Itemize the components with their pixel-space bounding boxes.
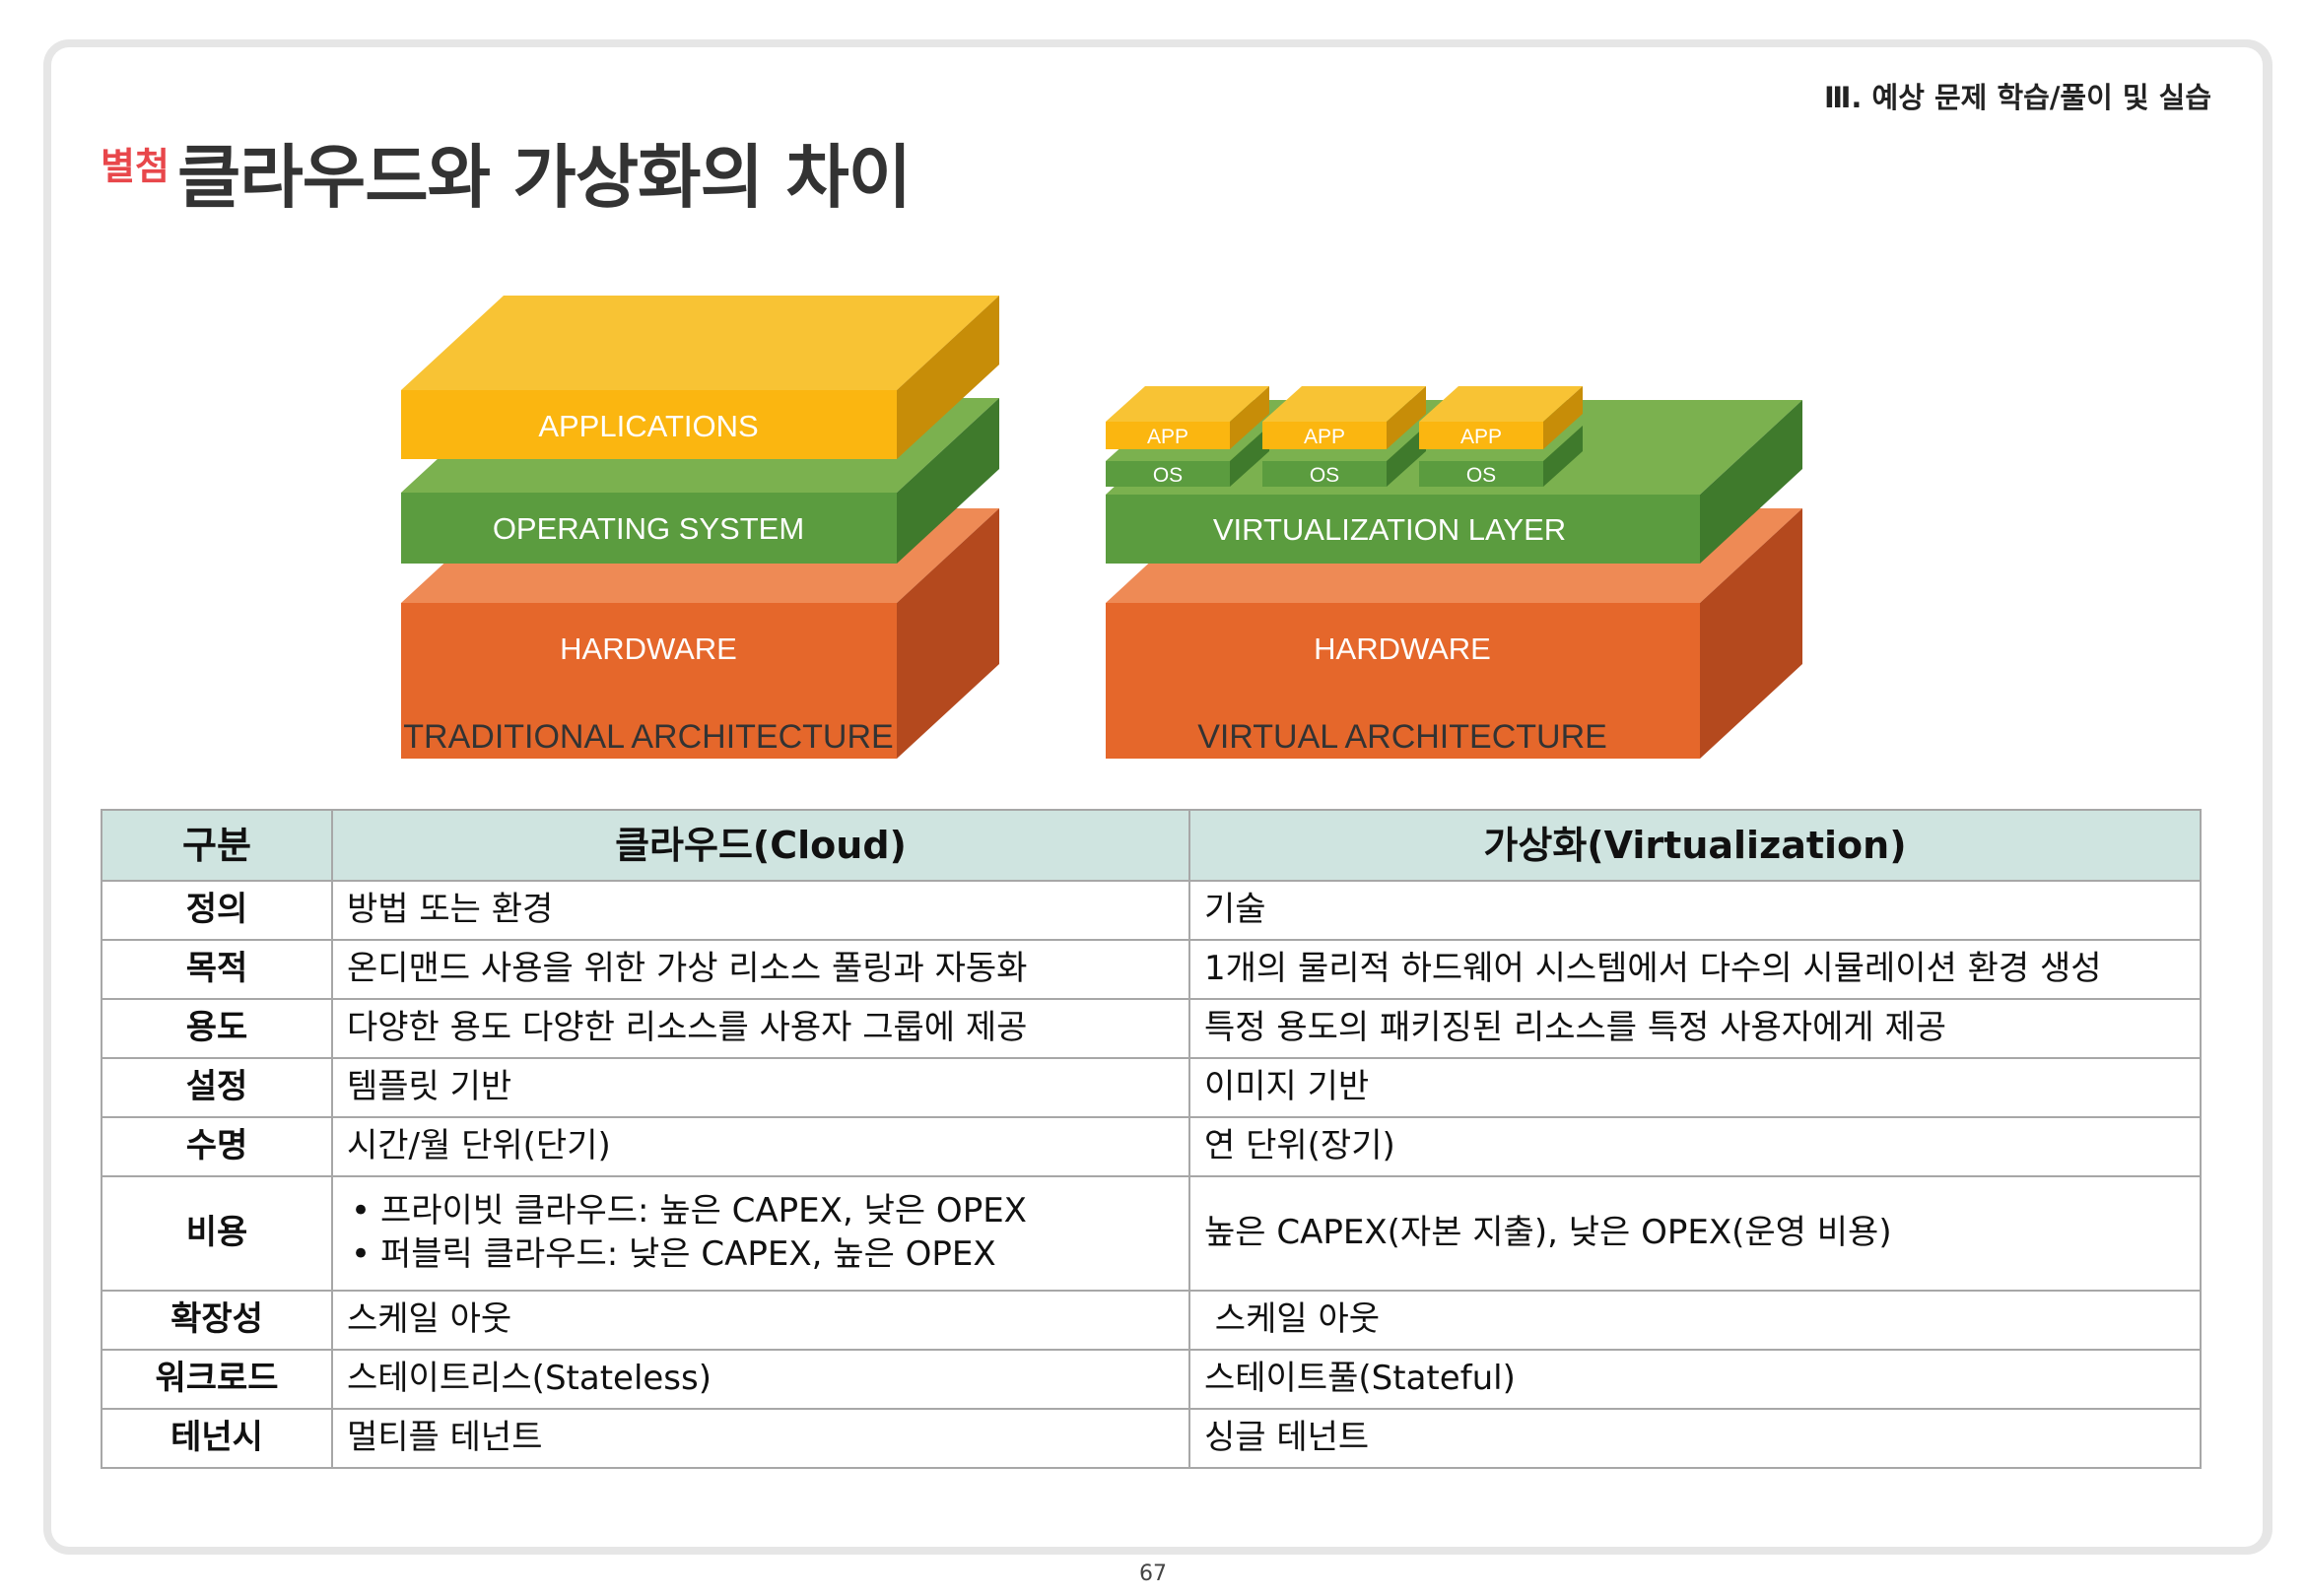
traditional-hardware-label: HARDWARE [560, 632, 737, 666]
virtualization-cell: 싱글 테넌트 [1188, 1408, 2202, 1469]
cloud-cell: 템플릿 기반 [331, 1057, 1190, 1118]
traditional-os-label: OPERATING SYSTEM [493, 511, 804, 546]
virtualization-cell: 특정 용도의 패키징된 리소스를 특정 사용자에게 제공 [1188, 998, 2202, 1059]
table-row: 확장성 스케일 아웃 스케일 아웃 [101, 1290, 2202, 1351]
page-title: 클라우드와 가상화의 차이 [177, 137, 912, 218]
appendix-tag: 별첨 [101, 145, 170, 188]
table-header-row: 구분 클라우드(Cloud) 가상화(Virtualization) [101, 809, 2202, 882]
row-label: 정의 [101, 880, 333, 941]
table-row: 목적 온디맨드 사용을 위한 가상 리소스 풀링과 자동화 1개의 물리적 하드… [101, 939, 2202, 1000]
header-virtualization: 가상화(Virtualization) [1188, 809, 2202, 882]
vm-stack-2: OS APP [1262, 386, 1426, 487]
virtualization-layer-label: VIRTUALIZATION LAYER [1213, 512, 1566, 547]
list-item: 프라이빗 클라우드: 높은 CAPEX, 낮은 OPEX [351, 1190, 1175, 1233]
row-label: 설정 [101, 1057, 333, 1118]
cloud-cell: 스케일 아웃 [331, 1290, 1190, 1351]
cloud-cell: 방법 또는 환경 [331, 880, 1190, 941]
cloud-cell: 온디맨드 사용을 위한 가상 리소스 풀링과 자동화 [331, 939, 1190, 1000]
cloud-cell: 스테이트리스(Stateless) [331, 1349, 1190, 1410]
page: Ⅲ. 예상 문제 학습/풀이 및 실습 별첨 클라우드와 가상화의 차이 HAR… [51, 47, 2263, 1547]
virtual-caption: VIRTUAL ARCHITECTURE [1197, 718, 1607, 756]
list-item: 퍼블릭 클라우드: 낮은 CAPEX, 높은 OPEX [351, 1233, 1175, 1277]
vm-app-label: APP [1147, 426, 1188, 448]
comparison-table: 구분 클라우드(Cloud) 가상화(Virtualization) 정의 방법… [101, 809, 2202, 1469]
vm-os-label: OS [1466, 464, 1496, 487]
row-label: 워크로드 [101, 1349, 333, 1410]
section-header: Ⅲ. 예상 문제 학습/풀이 및 실습 [1824, 81, 2211, 114]
vm-os-label: OS [1153, 464, 1183, 487]
table-row: 테넌시 멀티플 테넌트 싱글 테넌트 [101, 1408, 2202, 1469]
architecture-diagram: HARDWARE OPERATING SYSTEM APPLICATIONS T… [401, 296, 1802, 759]
virtualization-cell: 연 단위(장기) [1188, 1116, 2202, 1177]
virtual-hardware-label: HARDWARE [1314, 632, 1491, 666]
table-row: 비용 프라이빗 클라우드: 높은 CAPEX, 낮은 OPEX 퍼블릭 클라우드… [101, 1175, 2202, 1292]
cloud-cell: 프라이빗 클라우드: 높은 CAPEX, 낮은 OPEX 퍼블릭 클라우드: 낮… [331, 1175, 1190, 1292]
row-label: 테넌시 [101, 1408, 333, 1469]
page-number: 67 [1139, 1562, 1167, 1586]
traditional-applications-label: APPLICATIONS [538, 409, 758, 443]
table-row: 설정 템플릿 기반 이미지 기반 [101, 1057, 2202, 1118]
virtualization-cell: 스테이트풀(Stateful) [1188, 1349, 2202, 1410]
virtualization-cell: 이미지 기반 [1188, 1057, 2202, 1118]
row-label: 확장성 [101, 1290, 333, 1351]
vm-os-label: OS [1310, 464, 1339, 487]
row-label: 비용 [101, 1175, 333, 1292]
table-row: 용도 다양한 용도 다양한 리소스를 사용자 그룹에 제공 특정 용도의 패키징… [101, 998, 2202, 1059]
cost-bullet-list: 프라이빗 클라우드: 높은 CAPEX, 낮은 OPEX 퍼블릭 클라우드: 낮… [347, 1190, 1175, 1276]
virtualization-cell: 스케일 아웃 [1188, 1290, 2202, 1351]
traditional-caption: TRADITIONAL ARCHITECTURE [403, 718, 893, 756]
architecture-figure: HARDWARE OPERATING SYSTEM APPLICATIONS T… [51, 47, 2263, 776]
cloud-cell: 시간/월 단위(단기) [331, 1116, 1190, 1177]
row-label: 목적 [101, 939, 333, 1000]
table-row: 정의 방법 또는 환경 기술 [101, 880, 2202, 941]
virtualization-cell: 1개의 물리적 하드웨어 시스템에서 다수의 시뮬레이션 환경 생성 [1188, 939, 2202, 1000]
vm-stack-3: OS APP [1419, 386, 1583, 487]
row-label: 용도 [101, 998, 333, 1059]
header-cloud: 클라우드(Cloud) [331, 809, 1190, 882]
table-row: 수명 시간/월 단위(단기) 연 단위(장기) [101, 1116, 2202, 1177]
cloud-cell: 멀티플 테넌트 [331, 1408, 1190, 1469]
header-category: 구분 [101, 809, 333, 882]
traditional-applications-block: APPLICATIONS [401, 296, 999, 459]
vm-app-label: APP [1304, 426, 1345, 448]
row-label: 수명 [101, 1116, 333, 1177]
virtualization-cell: 기술 [1188, 880, 2202, 941]
table-row: 워크로드 스테이트리스(Stateless) 스테이트풀(Stateful) [101, 1349, 2202, 1410]
virtualization-cell: 높은 CAPEX(자본 지출), 낮은 OPEX(운영 비용) [1188, 1175, 2202, 1292]
vm-app-label: APP [1460, 426, 1502, 448]
cloud-cell: 다양한 용도 다양한 리소스를 사용자 그룹에 제공 [331, 998, 1190, 1059]
vm-stack-1: OS APP [1106, 386, 1269, 487]
